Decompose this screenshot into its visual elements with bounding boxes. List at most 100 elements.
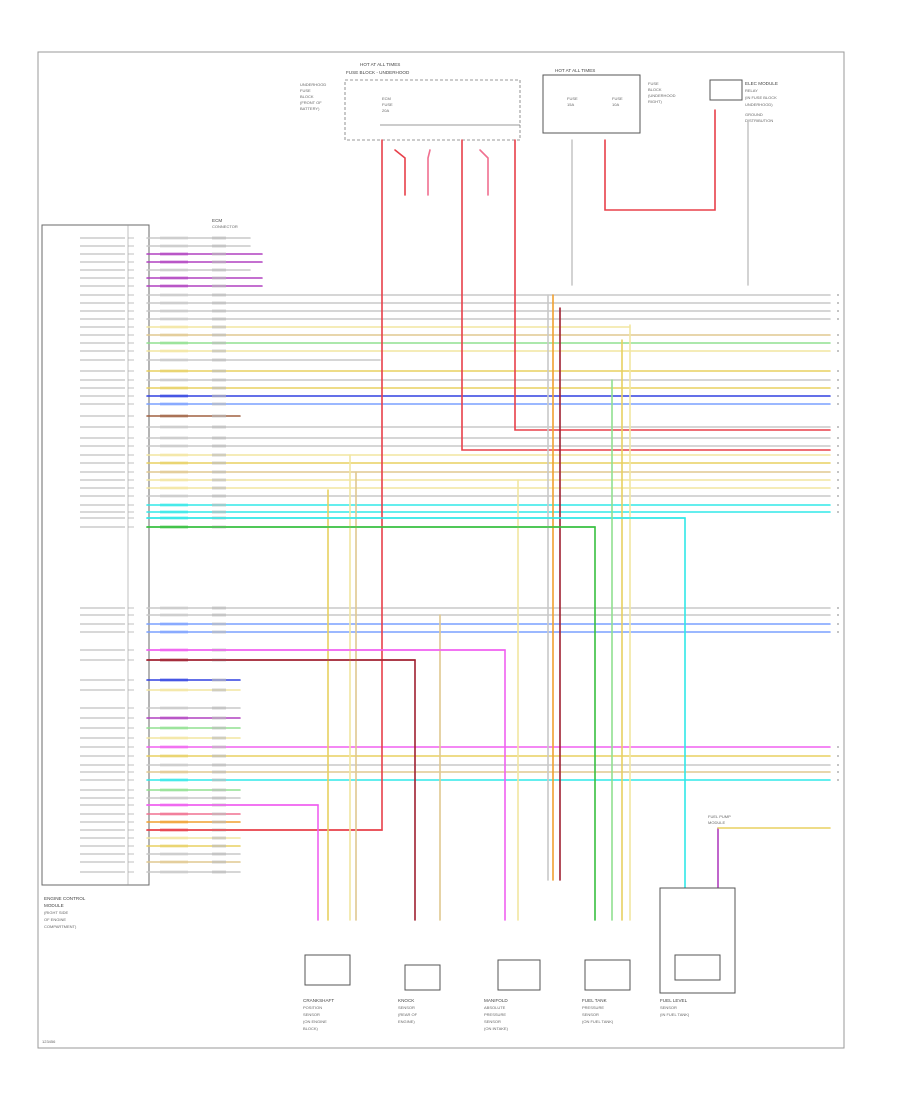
page-continuation-terminal xyxy=(837,746,839,748)
svg-text:FUSE: FUSE xyxy=(382,102,393,107)
wire-circuit-number xyxy=(212,284,226,288)
wire-color-code xyxy=(160,754,188,758)
wire-circuit-number xyxy=(212,613,226,617)
page-continuation-terminal xyxy=(837,764,839,766)
page-continuation-terminal xyxy=(837,495,839,497)
page-continuation-terminal xyxy=(837,779,839,781)
wire-circuit-number xyxy=(212,341,226,345)
page-continuation-terminal xyxy=(837,631,839,633)
wire-color-code xyxy=(160,309,188,313)
ecm-relay: ELEC MODULE RELAY (IN FUSE BLOCK UNDERHO… xyxy=(709,79,778,123)
wire-circuit-number xyxy=(212,478,226,482)
page-continuation-terminal xyxy=(837,310,839,312)
wire-color-code xyxy=(160,260,188,264)
svg-text:(REAR OF: (REAR OF xyxy=(398,1012,418,1017)
wire-color-code xyxy=(160,486,188,490)
svg-text:10A: 10A xyxy=(612,102,619,107)
wire-color-code xyxy=(160,844,188,848)
wire-circuit-number xyxy=(212,470,226,474)
svg-text:KNOCK: KNOCK xyxy=(398,998,415,1003)
svg-text:BLOCK): BLOCK) xyxy=(303,1026,319,1031)
svg-text:MANIFOLD: MANIFOLD xyxy=(484,998,508,1003)
wire-circuit-number xyxy=(212,788,226,792)
wire-circuit-number xyxy=(212,436,226,440)
wire-circuit-number xyxy=(212,369,226,373)
svg-text:ABSOLUTE: ABSOLUTE xyxy=(484,1005,506,1010)
wire-circuit-number xyxy=(212,293,226,297)
wire-color-code xyxy=(160,276,188,280)
wire-color-code xyxy=(160,378,188,382)
svg-text:SENSOR: SENSOR xyxy=(660,1005,677,1010)
wire-circuit-number xyxy=(212,349,226,353)
fuel-level-sensor: FUEL LEVEL SENSOR (IN FUEL TANK) FUEL PU… xyxy=(659,814,736,1017)
wire-color-code xyxy=(160,870,188,874)
svg-text:PRESSURE: PRESSURE xyxy=(484,1012,506,1017)
wire-circuit-number xyxy=(212,252,226,256)
svg-text:GROUND: GROUND xyxy=(745,112,763,117)
page-continuation-terminal xyxy=(837,607,839,609)
wire-color-code xyxy=(160,745,188,749)
svg-text:CRANKSHAFT: CRANKSHAFT xyxy=(303,998,334,1003)
page-continuation-terminal xyxy=(837,771,839,773)
svg-text:ENGINE): ENGINE) xyxy=(398,1019,415,1024)
wire-circuit-number xyxy=(212,706,226,710)
svg-text:SENSOR: SENSOR xyxy=(582,1012,599,1017)
svg-text:(ON FUEL TANK): (ON FUEL TANK) xyxy=(582,1019,614,1024)
wire-circuit-number xyxy=(212,236,226,240)
page-continuation-terminal xyxy=(837,487,839,489)
page-continuation-terminal xyxy=(837,395,839,397)
wire-color-code xyxy=(160,763,188,767)
svg-text:(ON INTAKE): (ON INTAKE) xyxy=(484,1026,509,1031)
page-continuation-terminal xyxy=(837,511,839,513)
page-continuation-terminal xyxy=(837,302,839,304)
wire-circuit-number xyxy=(212,796,226,800)
svg-text:FUEL LEVEL: FUEL LEVEL xyxy=(660,998,688,1003)
page-continuation-terminal xyxy=(837,318,839,320)
wire-circuit-number xyxy=(212,630,226,634)
page-continuation-terminal xyxy=(837,437,839,439)
svg-text:FUSE: FUSE xyxy=(300,88,311,93)
svg-text:FUSE: FUSE xyxy=(648,81,659,86)
svg-text:ELEC MODULE: ELEC MODULE xyxy=(745,81,778,86)
svg-text:CONNECTOR: CONNECTOR xyxy=(212,224,238,229)
wire-color-code xyxy=(160,630,188,634)
svg-text:MODULE: MODULE xyxy=(708,820,725,825)
page-continuation-terminal xyxy=(837,294,839,296)
svg-text:15A: 15A xyxy=(567,102,574,107)
svg-text:UNDERHOOD): UNDERHOOD) xyxy=(745,102,773,107)
page-continuation-terminal xyxy=(837,334,839,336)
wire-color-code xyxy=(160,402,188,406)
wire-color-code xyxy=(160,301,188,305)
wire-color-code xyxy=(160,453,188,457)
wire-circuit-number xyxy=(212,754,226,758)
wire-circuit-number xyxy=(212,260,226,264)
wire-color-code xyxy=(160,770,188,774)
svg-text:BLOCK: BLOCK xyxy=(648,87,662,92)
wire-color-code xyxy=(160,613,188,617)
wire-color-code xyxy=(160,436,188,440)
svg-text:RELAY: RELAY xyxy=(745,88,758,93)
map-sensor: MANIFOLD ABSOLUTE PRESSURE SENSOR (ON IN… xyxy=(484,959,541,1031)
page-continuation-terminal xyxy=(837,370,839,372)
wire-color-code xyxy=(160,678,188,682)
wire-circuit-number xyxy=(212,763,226,767)
svg-text:PRESSURE: PRESSURE xyxy=(582,1005,604,1010)
svg-text:FUEL PUMP: FUEL PUMP xyxy=(708,814,731,819)
wire-color-code xyxy=(160,358,188,362)
page-code: 123456 xyxy=(42,1039,56,1044)
wire-color-code xyxy=(160,606,188,610)
svg-text:FUSE: FUSE xyxy=(567,96,578,101)
page-continuation-terminal xyxy=(837,445,839,447)
wire-circuit-number xyxy=(212,726,226,730)
svg-text:FUEL TANK: FUEL TANK xyxy=(582,998,608,1003)
wire-circuit-number xyxy=(212,358,226,362)
wire-circuit-number xyxy=(212,852,226,856)
wire-color-code xyxy=(160,778,188,782)
knock-sensor: KNOCK SENSOR (REAR OF ENGINE) xyxy=(398,964,441,1024)
svg-text:RIGHT): RIGHT) xyxy=(648,99,662,104)
svg-text:BATTERY): BATTERY) xyxy=(300,106,320,111)
svg-text:POSITION: POSITION xyxy=(303,1005,322,1010)
wire-circuit-number xyxy=(212,333,226,337)
wire-circuit-number xyxy=(212,386,226,390)
page-continuation-terminal xyxy=(837,426,839,428)
